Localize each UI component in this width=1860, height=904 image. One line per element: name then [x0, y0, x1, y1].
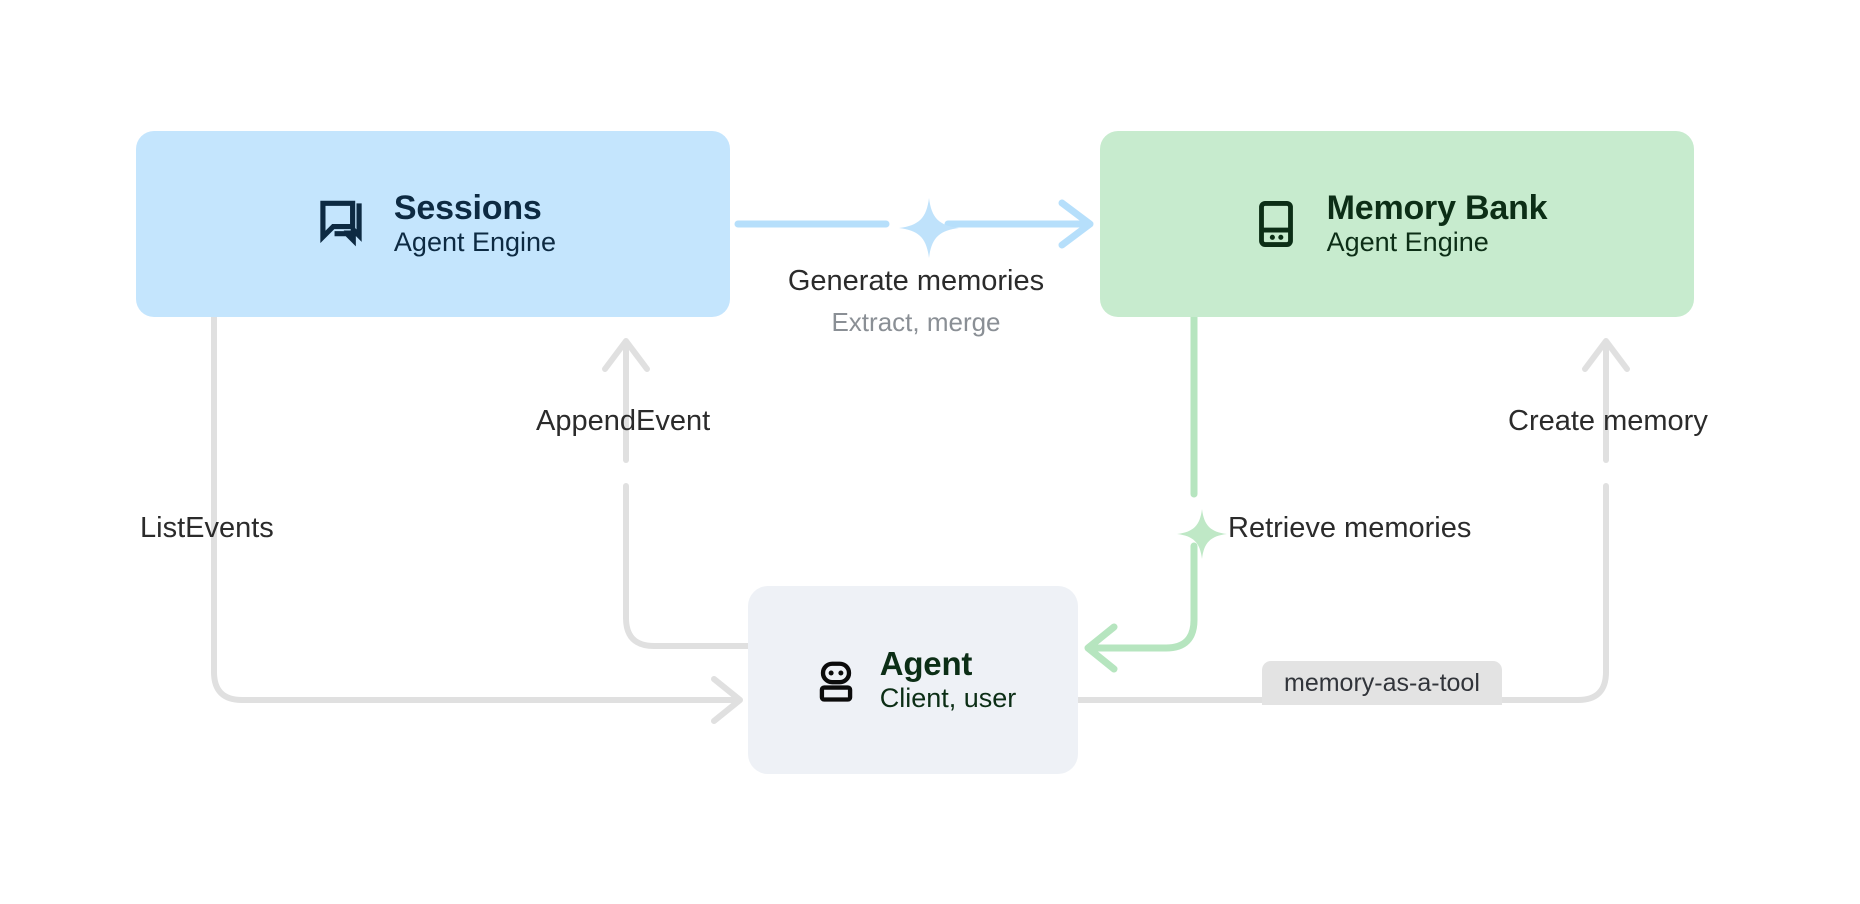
node-sessions[interactable]: Sessions Agent Engine: [136, 131, 730, 317]
edge-label-append-event: AppendEvent: [536, 405, 711, 437]
node-agent-subtitle: Client, user: [879, 682, 1017, 713]
edge-generate-memories: [734, 199, 1094, 249]
node-agent[interactable]: Agent Client, user: [748, 586, 1078, 774]
database-storage-icon: [1247, 195, 1305, 253]
edge-label-generate-memories-sub: Extract, merge: [831, 306, 1001, 337]
sparkle-icon-generate: [898, 197, 960, 264]
chat-bubbles-icon: [310, 193, 372, 255]
node-sessions-text: Sessions Agent Engine: [394, 189, 556, 259]
node-agent-text: Agent Client, user: [879, 644, 1017, 715]
sparkle-icon-retrieve: [1176, 508, 1228, 565]
edge-label-retrieve-memories: Retrieve memories: [1228, 512, 1472, 544]
badge-memory-as-a-tool: memory-as-a-tool: [1262, 661, 1502, 705]
edge-create-memory: [1075, 338, 1630, 703]
node-sessions-subtitle: Agent Engine: [393, 227, 557, 258]
node-memory-bank-subtitle: Agent Engine: [1326, 227, 1489, 258]
node-sessions-title: Sessions: [393, 189, 542, 228]
node-memory-bank-text: Memory Bank Agent Engine: [1327, 189, 1548, 259]
edge-retrieve-memories: [1084, 313, 1198, 673]
edge-list-events: [211, 314, 743, 724]
edge-label-list-events: ListEvents: [140, 512, 274, 544]
edge-append-event: [602, 338, 751, 649]
edge-label-create-memory: Create memory: [1508, 405, 1708, 437]
node-memory-bank[interactable]: Memory Bank Agent Engine: [1100, 131, 1694, 317]
edge-label-generate-memories: Generate memories Extract, merge: [770, 264, 1062, 338]
edge-label-generate-memories-main: Generate memories: [787, 265, 1045, 297]
node-agent-title: Agent: [879, 644, 973, 682]
robot-icon: [810, 654, 862, 706]
node-memory-bank-title: Memory Bank: [1326, 189, 1548, 228]
